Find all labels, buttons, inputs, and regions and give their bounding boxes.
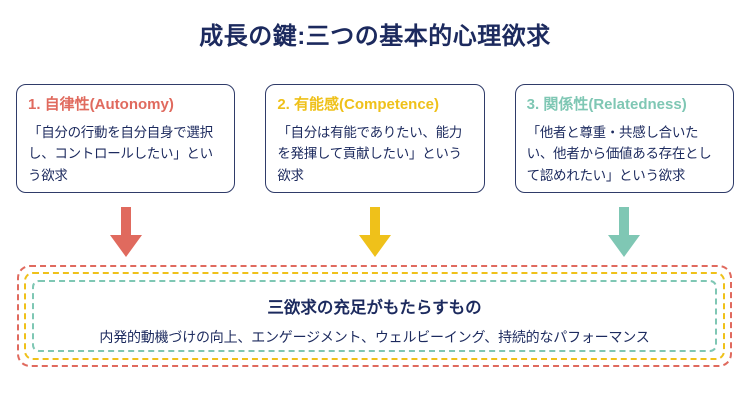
down-arrow-autonomy-icon <box>109 207 142 257</box>
outcome-box-outer: 三欲求の充足がもたらすもの 内発的動機づけの向上、エンゲージメント、ウェルビーイ… <box>17 265 732 367</box>
need-description-relatedness: 「他者と尊重・共感し合いたい、他者から価値ある存在として認めれたい」という欲求 <box>526 125 712 183</box>
down-arrow-competence-icon <box>358 207 391 257</box>
arrows-row <box>16 207 734 257</box>
need-heading-competence: 2. 有能感(Competence) <box>277 96 440 113</box>
arrow-cell-autonomy <box>16 207 235 257</box>
need-box-competence: 2. 有能感(Competence) 「自分は有能でありたい、能力を発揮して貢献… <box>265 84 485 193</box>
down-arrow-relatedness-icon <box>608 207 641 257</box>
needs-row: 1. 自律性(Autonomy) 「自分の行動を自分自身で選択し、コントロールし… <box>16 84 734 193</box>
need-description-autonomy: 「自分の行動を自分自身で選択し、コントロールしたい」という欲求 <box>28 125 213 183</box>
need-heading-autonomy: 1. 自律性(Autonomy) <box>28 96 174 113</box>
need-box-autonomy: 1. 自律性(Autonomy) 「自分の行動を自分自身で選択し、コントロールし… <box>16 84 236 193</box>
outcome-description: 内発的動機づけの向上、エンゲージメント、ウェルビーイング、持続的なパフォーマンス <box>99 329 650 345</box>
need-description-competence: 「自分は有能でありたい、能力を発揮して貢献したい」という欲求 <box>277 125 462 183</box>
page-title: 成長の鍵:三つの基本的心理欲求 <box>199 23 551 50</box>
need-heading-relatedness: 3. 関係性(Relatedness) <box>526 96 687 113</box>
outcome-box-inner: 三欲求の充足がもたらすもの 内発的動機づけの向上、エンゲージメント、ウェルビーイ… <box>32 280 717 352</box>
need-box-relatedness: 3. 関係性(Relatedness) 「他者と尊重・共感し合いたい、他者から価… <box>514 84 734 193</box>
outcome-box-middle: 三欲求の充足がもたらすもの 内発的動機づけの向上、エンゲージメント、ウェルビーイ… <box>24 272 725 360</box>
arrow-cell-competence <box>265 207 484 257</box>
arrow-cell-relatedness <box>515 207 734 257</box>
outcome-heading: 三欲求の充足がもたらすもの <box>267 299 482 317</box>
